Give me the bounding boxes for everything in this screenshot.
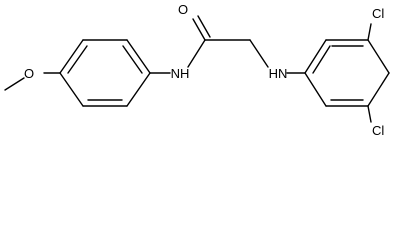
bond-ch3-o	[4, 77, 25, 91]
atom-chlorine-bottom: Cl	[372, 123, 384, 138]
bond-ring1-a	[59, 39, 84, 74]
bond-ring2-d	[367, 72, 390, 107]
bond-ring2-inner-1	[312, 45, 331, 74]
bond-ring1-d	[126, 72, 151, 107]
bond-ring1-inner-1	[67, 45, 88, 74]
bond-ring1-f	[59, 72, 84, 107]
bond-ring2-c	[367, 39, 390, 74]
bond-c-o-1	[192, 18, 206, 41]
bond-ring1-c	[126, 39, 151, 74]
atom-methoxy-oxygen: O	[24, 66, 34, 81]
atom-amine-nitrogen: HN	[269, 66, 288, 81]
bond-c-o-2	[197, 15, 211, 38]
atom-chlorine-top: Cl	[372, 6, 384, 21]
atom-amide-nitrogen: NH	[171, 66, 190, 81]
bond-ring2-a	[304, 39, 327, 74]
bond-ch2-nh	[249, 39, 269, 68]
atom-carbonyl-oxygen: O	[178, 2, 188, 17]
chemical-structure: O O NH HN Cl Cl	[4, 2, 390, 138]
bond-ring-cl-top	[367, 23, 372, 41]
bonds	[4, 15, 390, 123]
bond-ring-cl-bottom	[367, 105, 372, 123]
bond-ring1-inner-2	[122, 45, 143, 74]
atom-labels: O O NH HN Cl Cl	[24, 2, 384, 138]
bond-n-carbonyl	[187, 39, 206, 68]
bond-ring2-f	[304, 72, 327, 107]
